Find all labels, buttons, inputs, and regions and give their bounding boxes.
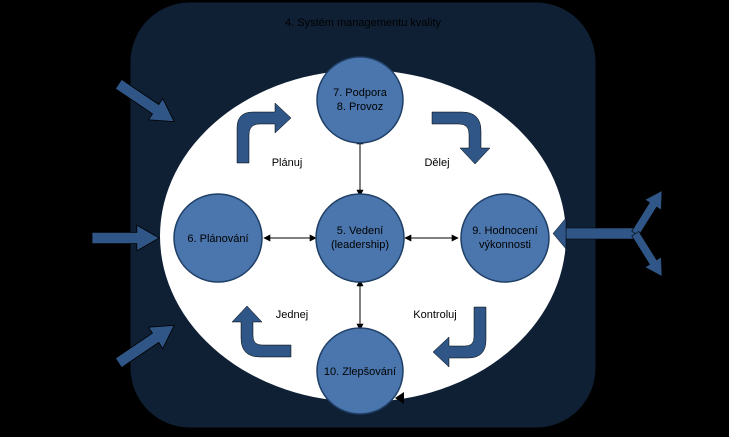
input-arrow-middle-left bbox=[91, 224, 161, 252]
cycle-label-plan: Plánuj bbox=[272, 157, 303, 169]
output-arrow-branch-up bbox=[631, 190, 663, 236]
node-leadership-line2: (leadership) bbox=[331, 239, 389, 251]
node-leadership: 5. Vedení (leadership) bbox=[315, 193, 405, 283]
output-arrow-shaft bbox=[565, 227, 641, 240]
output-arrow-branch-down bbox=[631, 231, 663, 277]
input-arrow-top-left bbox=[114, 78, 175, 123]
frame-title: 4. Systém managementu kvality bbox=[285, 17, 441, 29]
output-arrow-head-left bbox=[552, 217, 567, 250]
oval-end-pointer bbox=[395, 392, 404, 404]
node-improvement: 10. Zlepšování bbox=[316, 327, 404, 415]
cycle-label-do: Dělej bbox=[424, 157, 449, 169]
node-evaluation: 9. Hodnocení výkonnosti bbox=[460, 193, 550, 283]
input-arrow-bottom-left bbox=[114, 324, 175, 369]
node-planning-label: 6. Plánování bbox=[187, 233, 248, 245]
cycle-label-check: Kontroluj bbox=[413, 309, 456, 321]
cycle-arrow-act bbox=[231, 305, 292, 358]
node-support-line1: 7. Podpora bbox=[333, 87, 388, 99]
node-support-line2: 8. Provoz bbox=[337, 101, 383, 113]
cycle-arrow-check bbox=[432, 306, 487, 368]
node-evaluation-line1: 9. Hodnocení bbox=[472, 225, 537, 237]
cycle-arrow-plan bbox=[236, 102, 292, 164]
cycle-label-act: Jednej bbox=[276, 309, 308, 321]
node-evaluation-line2: výkonnosti bbox=[479, 239, 531, 251]
node-improvement-label: 10. Zlepšování bbox=[324, 366, 396, 378]
node-leadership-line1: 5. Vedení bbox=[337, 225, 384, 237]
node-planning: 6. Plánování bbox=[173, 193, 263, 283]
node-support: 7. Podpora 8. Provoz bbox=[316, 56, 404, 144]
cycle-arrow-do bbox=[431, 111, 491, 165]
